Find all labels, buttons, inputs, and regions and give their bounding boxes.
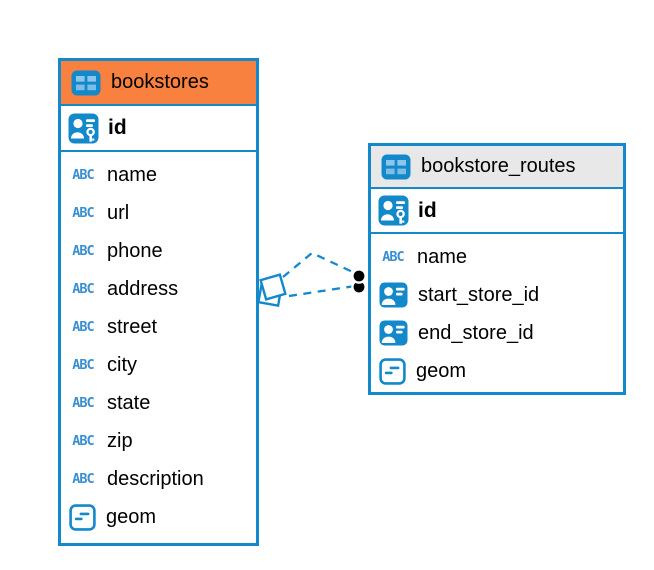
table-title: bookstores: [111, 71, 209, 93]
column-name: geom: [416, 359, 467, 382]
column-row-description[interactable]: ABC description: [61, 460, 256, 498]
text-type-icon: ABC: [72, 433, 94, 449]
column-name: url: [107, 201, 130, 224]
table-bookstores[interactable]: bookstores id ABC name ABC url: [58, 58, 259, 546]
column-row-name[interactable]: ABC name: [371, 238, 623, 276]
column-name: name: [107, 163, 158, 186]
primary-key-icon: [68, 113, 99, 143]
column-row-geom[interactable]: geom: [61, 498, 256, 536]
diamond-endpoint-icon[interactable]: [257, 273, 287, 307]
relationship-line-upper[interactable]: [282, 251, 358, 278]
column-row-city[interactable]: ABC city: [61, 346, 256, 384]
column-name: end_store_id: [418, 321, 534, 344]
text-type-icon: ABC: [72, 471, 94, 487]
column-name: street: [107, 315, 158, 338]
column-name: id: [418, 198, 437, 222]
relationship-line-lower[interactable]: [288, 284, 356, 298]
table-bookstores-header[interactable]: bookstores: [61, 61, 256, 106]
column-name: zip: [107, 429, 133, 452]
reference-type-icon: [379, 282, 408, 308]
text-type-icon: ABC: [382, 249, 404, 265]
table-title: bookstore_routes: [421, 155, 576, 177]
text-type-icon: ABC: [72, 243, 94, 259]
column-name: id: [108, 116, 127, 139]
column-name: phone: [107, 239, 163, 262]
column-row-phone[interactable]: ABC phone: [61, 232, 256, 270]
text-type-icon: ABC: [72, 395, 94, 411]
text-type-icon: ABC: [72, 281, 94, 297]
column-row-routes-id[interactable]: id: [371, 189, 623, 234]
column-list: ABC name ABC url ABC phone ABC address A…: [61, 152, 256, 543]
column-name: address: [107, 277, 179, 300]
column-list: ABC name start_store_id: [371, 234, 623, 392]
geometry-type-icon: [379, 357, 406, 385]
table-icon: [71, 70, 101, 95]
table-bookstore-routes[interactable]: bookstore_routes id ABC name: [368, 143, 626, 395]
relationship-connector[interactable]: [257, 251, 367, 307]
column-row-street[interactable]: ABC street: [61, 308, 256, 346]
column-row-start-store-id[interactable]: start_store_id: [371, 276, 623, 314]
text-type-icon: ABC: [72, 167, 94, 183]
column-name: start_store_id: [418, 283, 540, 306]
column-name: name: [417, 245, 468, 268]
column-row-bookstores-id[interactable]: id: [61, 106, 256, 152]
column-row-zip[interactable]: ABC zip: [61, 422, 256, 460]
column-row-name[interactable]: ABC name: [61, 156, 256, 194]
column-row-address[interactable]: ABC address: [61, 270, 256, 308]
column-name: description: [107, 467, 204, 490]
dot-endpoint-icon-upper[interactable]: [351, 268, 367, 284]
text-type-icon: ABC: [72, 357, 94, 373]
geometry-type-icon: [69, 503, 96, 531]
column-name: geom: [106, 505, 157, 528]
text-type-icon: ABC: [72, 319, 94, 335]
text-type-icon: ABC: [72, 205, 94, 221]
primary-key-icon: [378, 195, 409, 226]
column-row-end-store-id[interactable]: end_store_id: [371, 314, 623, 352]
reference-type-icon: [379, 320, 408, 346]
table-bookstore-routes-header[interactable]: bookstore_routes: [371, 146, 623, 189]
column-row-geom[interactable]: geom: [371, 352, 623, 390]
column-name: city: [107, 353, 137, 376]
column-name: state: [107, 391, 151, 414]
table-icon: [381, 154, 411, 179]
column-row-url[interactable]: ABC url: [61, 194, 256, 232]
column-row-state[interactable]: ABC state: [61, 384, 256, 422]
